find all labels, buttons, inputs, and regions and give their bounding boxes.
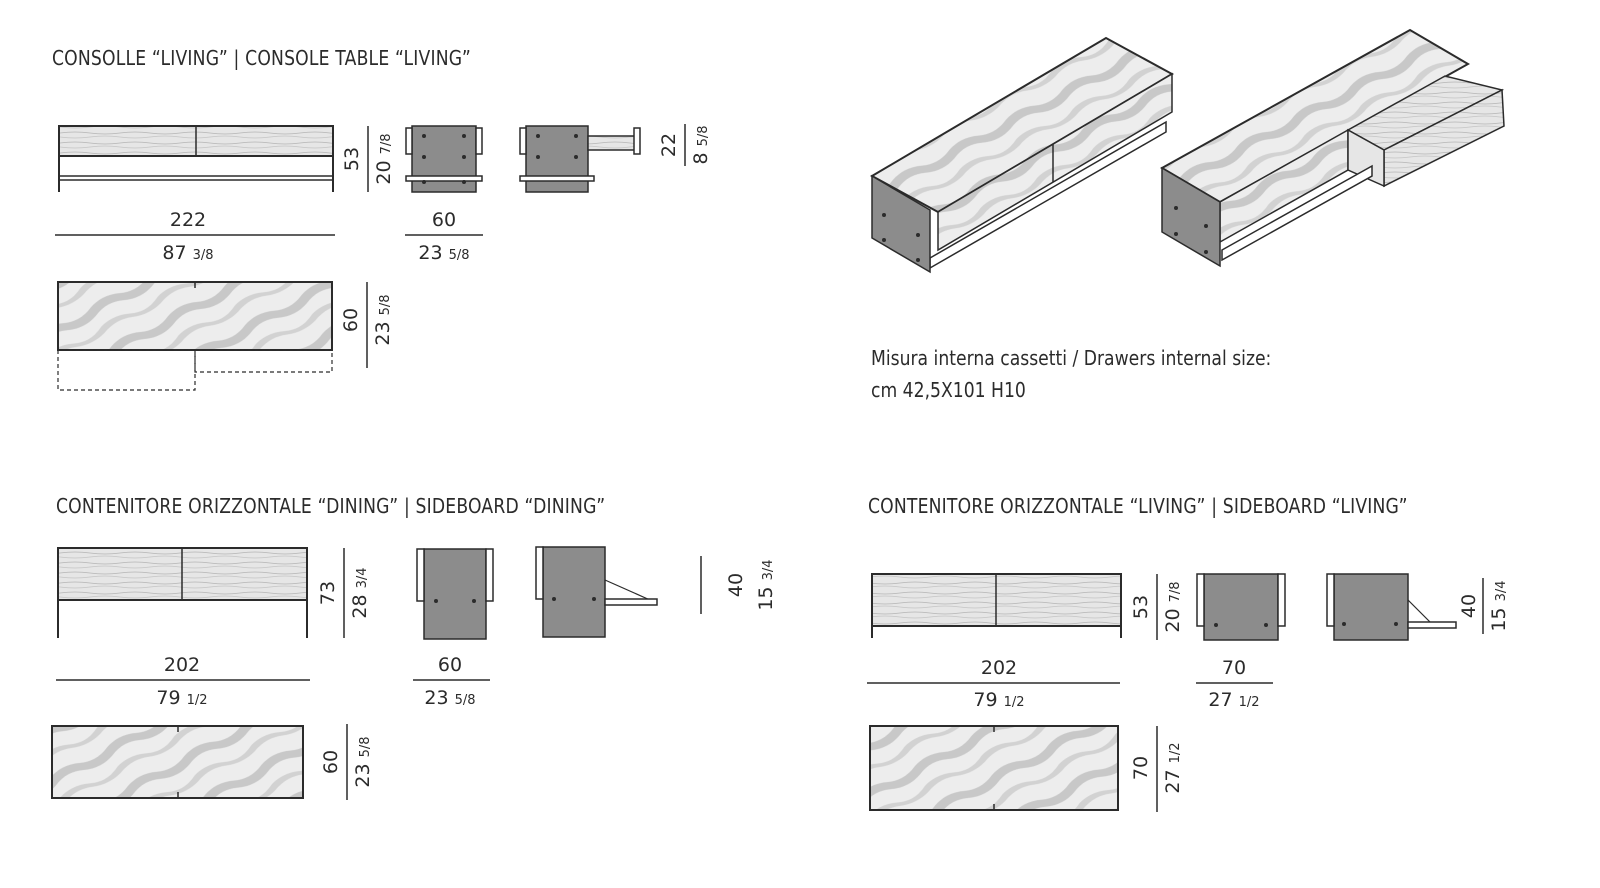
- dining-depth-cm: 60: [438, 654, 462, 676]
- console-width-in: 87 3/8: [162, 242, 213, 264]
- dining-depth-in: 23 5/8: [424, 687, 475, 709]
- living-top-depth-cm: 70: [1130, 756, 1152, 780]
- console-drawer-travel-in: 8 5/8: [690, 125, 712, 164]
- console-depth-in: 23 5/8: [418, 242, 469, 264]
- living-top-view: [869, 725, 1119, 811]
- dining-door-open-cm: 40: [725, 573, 747, 597]
- sideboard-living-title: CONTENITORE ORIZZONTALE “LIVING” | SIDEB…: [868, 494, 1408, 518]
- console-depth-cm: 60: [432, 209, 456, 231]
- console-drawer-travel-cm: 22: [658, 133, 680, 157]
- dining-side-view: [416, 548, 494, 640]
- console-side-drawer-open: [519, 125, 641, 193]
- dining-door-open-in: 15 3/4: [755, 559, 777, 610]
- sideboard-dining-title: CONTENITORE ORIZZONTALE “DINING” | SIDEB…: [56, 494, 606, 518]
- dining-width-cm: 202: [164, 654, 200, 676]
- living-front-view: [871, 573, 1122, 638]
- console-top-depth-cm: 60: [340, 308, 362, 332]
- console-isometric-drawer-open: [1159, 28, 1505, 268]
- console-living-title: CONSOLLE “LIVING” | CONSOLE TABLE “LIVIN…: [52, 46, 471, 70]
- living-top-depth-in: 27 1/2: [1162, 742, 1184, 793]
- console-width-cm: 222: [170, 209, 206, 231]
- dining-top-view: [51, 725, 304, 799]
- living-depth-in: 27 1/2: [1208, 689, 1259, 711]
- drawers-note: Misura interna cassetti / Drawers intern…: [871, 342, 1271, 406]
- console-top-view: [57, 281, 333, 391]
- drawers-note-line2: cm 42,5X101 H10: [871, 378, 1026, 402]
- console-side-view: [405, 125, 483, 193]
- drawers-note-line1: Misura interna cassetti / Drawers intern…: [871, 346, 1272, 370]
- console-front-view: [58, 125, 334, 192]
- console-height-in: 20 7/8: [373, 133, 395, 184]
- dining-width-in: 79 1/2: [156, 687, 207, 709]
- living-door-open-cm: 40: [1458, 594, 1480, 618]
- dining-top-depth-cm: 60: [320, 750, 342, 774]
- console-top-depth-in: 23 5/8: [372, 294, 394, 345]
- console-isometric-closed: [869, 36, 1175, 274]
- dining-top-depth-in: 23 5/8: [352, 736, 374, 787]
- console-height-cm: 53: [341, 147, 363, 171]
- dining-height-in: 28 3/4: [349, 567, 371, 618]
- living-side-door-open: [1326, 573, 1457, 641]
- living-depth-cm: 70: [1222, 657, 1246, 679]
- dining-front-view: [57, 547, 308, 638]
- living-door-open-in: 15 3/4: [1488, 580, 1510, 631]
- living-side-view: [1196, 573, 1286, 641]
- living-height-in: 20 7/8: [1162, 581, 1184, 632]
- living-height-cm: 53: [1130, 595, 1152, 619]
- dining-height-cm: 73: [317, 581, 339, 605]
- living-width-in: 79 1/2: [973, 689, 1024, 711]
- dining-side-door-open: [535, 546, 658, 638]
- living-width-cm: 202: [981, 657, 1017, 679]
